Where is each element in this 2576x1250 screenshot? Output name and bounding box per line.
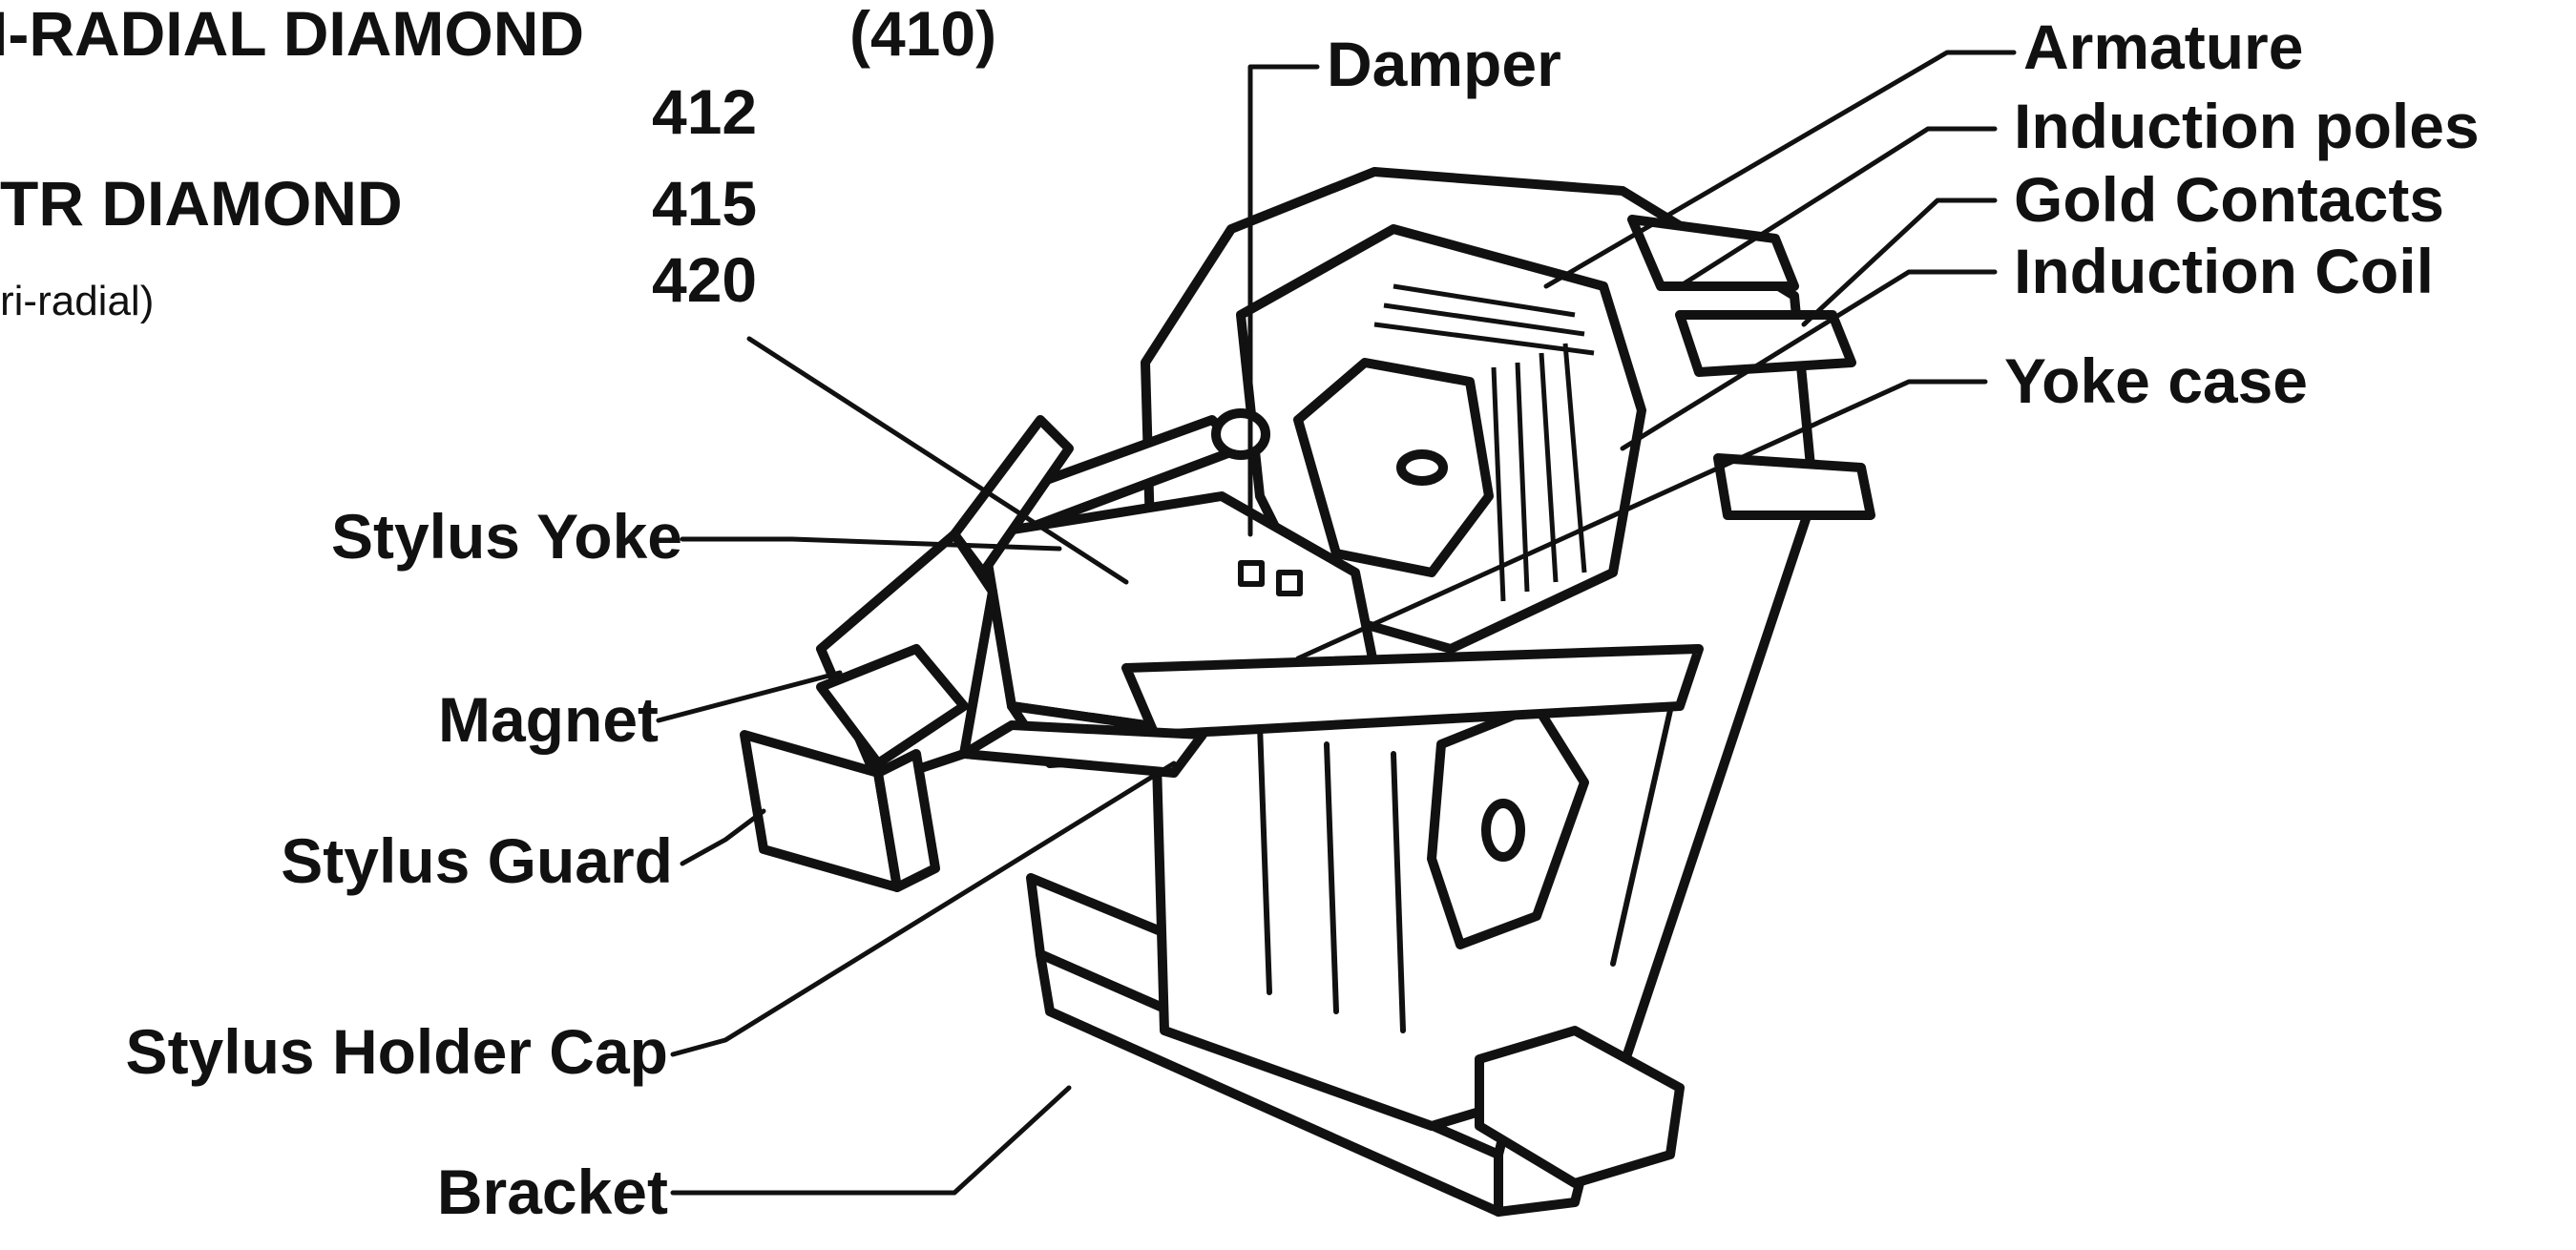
leader-damper <box>1247 64 1320 537</box>
label-armature: Armature <box>2023 11 2303 82</box>
label-damper: Damper <box>1327 29 1561 99</box>
leader-stylus-guard <box>680 808 766 866</box>
coil-windings <box>1373 283 1595 602</box>
label-induction-poles: Induction poles <box>2014 91 2480 161</box>
label-stylus-yoke: Stylus Yoke <box>331 501 682 572</box>
leader-lines <box>656 50 2017 1196</box>
leader-armature <box>1543 50 2017 289</box>
leader-induction-coil <box>1620 269 1998 451</box>
header-line2-num: 412 <box>652 76 757 147</box>
leader-stylus-yoke <box>680 536 1062 552</box>
label-magnet: Magnet <box>438 684 659 755</box>
label-bracket: Bracket <box>437 1156 668 1227</box>
header-line1-num: (410) <box>849 0 996 69</box>
label-gold-contacts: Gold Contacts <box>2014 164 2444 235</box>
leader-bracket <box>670 1085 1072 1196</box>
leader-header-420 <box>746 336 1129 585</box>
label-stylus-guard: Stylus Guard <box>281 825 673 896</box>
leader-stylus-holder-cap <box>670 760 1177 1057</box>
header-line1-name: I-RADIAL DIAMOND <box>0 0 584 69</box>
header-line4-name: ri-radial) <box>0 278 154 324</box>
leader-magnet <box>656 670 843 723</box>
header-line3-name: TR DIAMOND <box>0 168 403 239</box>
leader-gold-contacts <box>1801 198 1998 327</box>
header-line4-num: 420 <box>652 244 757 315</box>
cartridge-illustration <box>740 167 1875 1217</box>
label-induction-coil: Induction Coil <box>2014 236 2434 306</box>
leader-induction-poles <box>1677 126 1998 289</box>
label-stylus-holder-cap: Stylus Holder Cap <box>126 1016 668 1087</box>
leader-yoke-case <box>1295 379 1988 661</box>
label-yoke-case: Yoke case <box>2004 345 2308 416</box>
header-line3-num: 415 <box>652 168 757 239</box>
